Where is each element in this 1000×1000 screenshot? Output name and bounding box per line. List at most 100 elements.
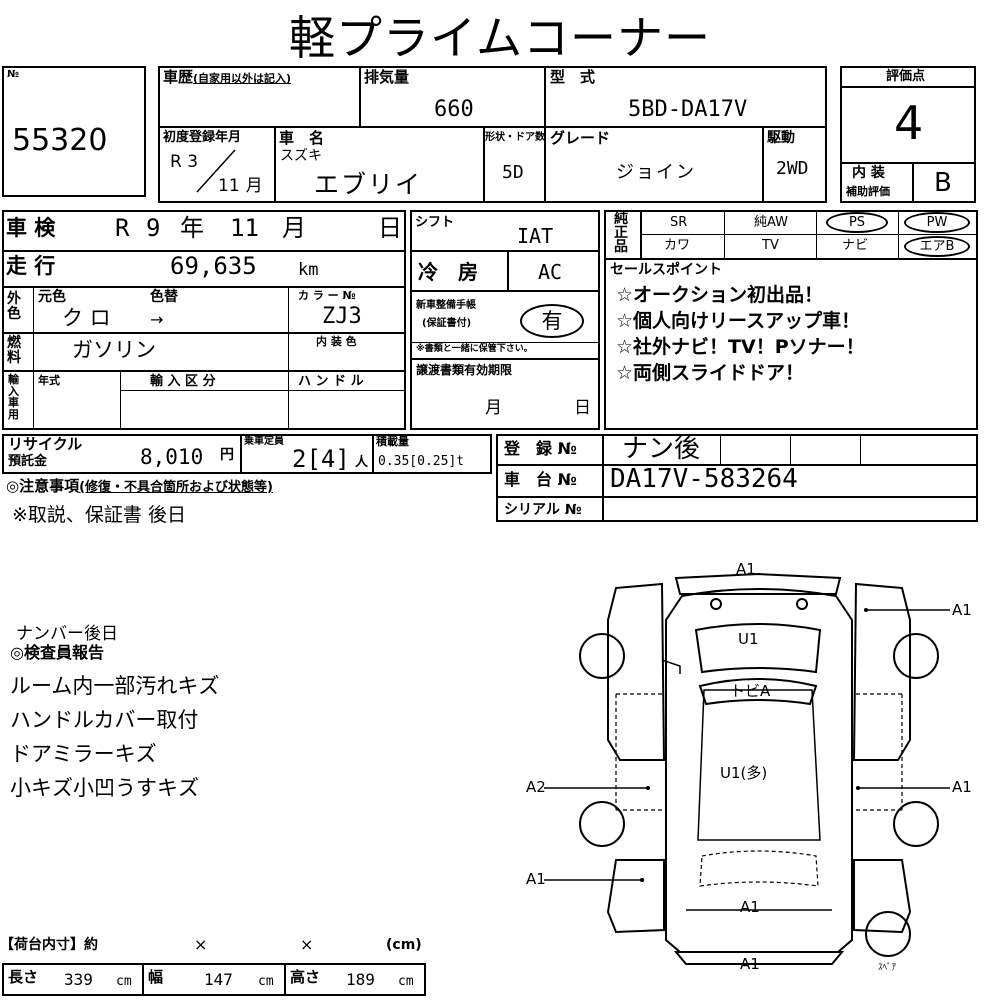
import-handle-label: ハ ン ド ル (298, 374, 364, 389)
serial-label: シリアル № (504, 502, 582, 518)
inspector-line-3: ドアミラーキズ (10, 742, 157, 766)
capacity-unit: 人 (355, 455, 369, 470)
diag-right-front: A1 (952, 601, 972, 619)
aircon-label: 冷 房 (418, 260, 478, 284)
inspection-year: 9 (146, 214, 161, 242)
cargo-width: 147 (204, 970, 233, 989)
diag-left-mid: A2 (526, 778, 546, 796)
first-reg-label: 初度登録年月 (163, 130, 242, 145)
registration-value: ナン後 (622, 434, 701, 464)
chassis-label: 車 台 № (504, 470, 577, 489)
car-name-value: エブリイ (314, 170, 423, 199)
aircon-value: AC (538, 260, 563, 284)
sales-point-3: ☆社外ナビ！TV！Pソナー！ (616, 336, 865, 358)
exterior-side-label: 外色 (7, 291, 21, 323)
cargo-x2: × (300, 935, 314, 954)
cargo-length-label: 長さ (8, 968, 39, 986)
capacity-label: 乗車定員 (244, 436, 284, 447)
inspector-pre: ナンバー後日 (16, 624, 118, 644)
orig-color-value: ク ロ (62, 306, 111, 330)
recycle-label-1: リサイクル (8, 435, 83, 453)
service-record-label: 新車整備手帳 (416, 300, 476, 311)
service-record-value: 有 (520, 304, 584, 338)
left-details-frame (2, 210, 406, 430)
service-record-sub: (保証書付) (422, 318, 472, 329)
notes-label: ◎注意事項(修復・不具合箇所および状態等) (6, 477, 273, 495)
diag-panel: トビA (730, 682, 771, 700)
cargo-width-unit: cm (258, 974, 274, 989)
diag-roof: U1 (738, 630, 759, 648)
inspector-line-2: ハンドルカバー取付 (10, 708, 199, 732)
car-name-label: 車 名 (279, 129, 325, 147)
inspection-year-unit: 年 (180, 214, 204, 242)
equip-sr: SR (670, 215, 688, 230)
diag-right-mid: A1 (952, 778, 972, 796)
vehicle-damage-diagram (544, 572, 950, 965)
recycle-unit: 円 (220, 447, 234, 463)
score-label: 評価点 (886, 69, 926, 84)
inspector-line-4: 小キズ小凹うすキズ (10, 776, 199, 800)
diag-left-rear: A1 (526, 870, 546, 888)
mileage-unit: km (298, 260, 319, 280)
displacement-label: 排気量 (364, 68, 410, 86)
vehicle-info-frame (158, 66, 827, 203)
cargo-width-label: 幅 (148, 968, 164, 986)
import-side-label: 輸入車用 (8, 373, 19, 421)
score-value: 4 (894, 96, 924, 150)
diag-bottom: A1 (740, 955, 760, 973)
inspector-line-1: ルーム内一部汚れキズ (10, 674, 220, 698)
sales-point-2: ☆個人向けリースアップ車！ (616, 310, 861, 332)
cargo-length: 339 (64, 970, 93, 989)
interior-score-value: B (934, 168, 952, 198)
recycle-value: 8,010 (140, 445, 204, 469)
notes-text: ※取説、保証書 後日 (12, 504, 186, 526)
model-value: 5BD-DA17V (628, 97, 748, 122)
sales-point-4: ☆両側スライドドア！ (616, 362, 805, 384)
transfer-month-unit: 月 (485, 398, 502, 418)
equip-navi: ナビ (842, 238, 869, 253)
transfer-day-unit: 日 (574, 398, 591, 418)
transfer-label: 譲渡書類有効期限 (416, 363, 513, 377)
import-year-label: 年式 (38, 374, 60, 387)
fuel-value: ガソリン (72, 338, 156, 362)
mileage-label: 走 行 (6, 254, 56, 278)
lot-number-box: № 55320 (2, 66, 146, 197)
doors-value: 5D (502, 162, 524, 183)
doors-label: 形状・ドア数 (485, 132, 545, 143)
cargo-height: 189 (346, 970, 375, 989)
registration-label: 登 録 № (504, 439, 577, 458)
grade-value: ジョイン (616, 162, 696, 183)
page-title: 軽プライムコーナー (288, 11, 712, 65)
service-record-note: ※書類と一緒に保管下さい。 (416, 344, 533, 354)
change-color-label: 色替 (150, 289, 178, 305)
capacity-value: 2[4] (292, 445, 350, 473)
cargo-frame (2, 963, 426, 996)
diag-spare: ｽﾍﾟｱ (878, 963, 897, 973)
diag-rear-inner: A1 (740, 898, 760, 916)
inspection-day-unit: 日 (378, 214, 402, 242)
inspection-era: R (115, 214, 130, 242)
color-code-label: カ ラ ー № (298, 289, 356, 302)
interior-color-label: 内 装 色 (316, 335, 357, 348)
lot-no-label: № (7, 69, 20, 80)
diag-top: A1 (736, 560, 756, 578)
interior-score-box (840, 162, 976, 203)
color-code-value: ZJ3 (322, 304, 362, 329)
equipment-frame (604, 210, 978, 430)
displacement-value: 660 (434, 97, 474, 122)
cargo-height-unit: cm (398, 974, 414, 989)
equip-pw: PW (904, 212, 970, 233)
cargo-x1: × (194, 935, 208, 954)
inspection-month-unit: 月 (282, 214, 306, 242)
equip-tv: TV (762, 238, 779, 253)
orig-color-label: 元色 (38, 289, 66, 305)
inspection-label: 車 検 (6, 216, 56, 240)
cargo-length-unit: cm (116, 974, 132, 989)
inspection-month: 11 (230, 214, 259, 242)
mileage-value: 69,635 (170, 252, 257, 280)
equip-ps: PS (826, 212, 888, 233)
model-label: 型 式 (550, 68, 596, 86)
interior-score-sub: 補助評価 (846, 185, 890, 198)
shift-value: IAT (517, 224, 554, 248)
